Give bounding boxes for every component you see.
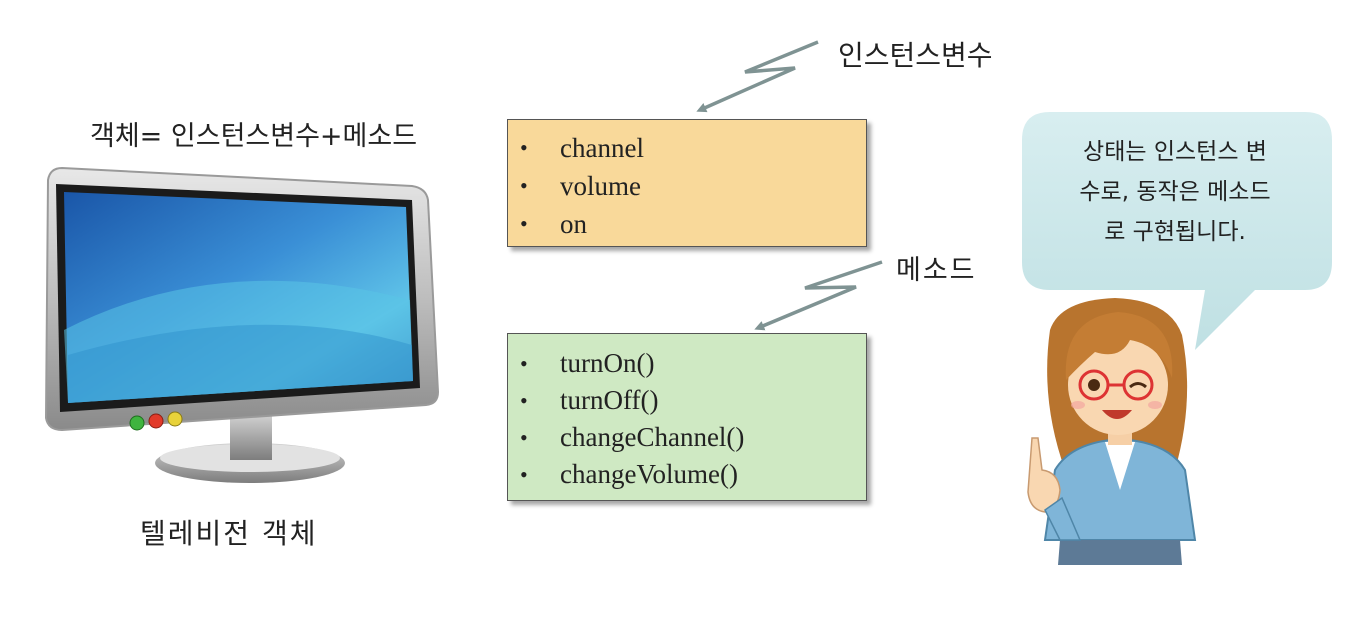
method-item-changechannel: •changeChannel() — [520, 419, 866, 456]
bullet-icon: • — [520, 173, 528, 198]
methods-label: 메소드 — [896, 255, 977, 286]
method-item-turnon: •turnOn() — [520, 345, 866, 382]
tv-yellow-light — [167, 411, 183, 427]
method-item-changevolume: •changeVolume() — [520, 456, 866, 493]
bullet-icon: • — [520, 425, 528, 450]
instance-variables-box: •channel •volume •on — [507, 119, 867, 247]
speech-line: 로 구현됩니다. — [1104, 219, 1246, 245]
instance-variables-label: 인스턴스변수 — [838, 39, 993, 72]
speech-bubble — [1022, 112, 1332, 350]
object-formula: 객체= 인스턴스변수+메소드 — [90, 121, 418, 152]
bullet-icon: • — [520, 135, 528, 160]
tv-green-light — [129, 415, 145, 431]
instance-variable-arrow — [696, 40, 819, 113]
bullet-icon: • — [520, 462, 528, 487]
tv-stand-neck — [230, 415, 272, 460]
girl-smile — [1102, 410, 1132, 419]
variable-item-on: •on — [520, 205, 866, 243]
tv-red-light — [148, 413, 164, 429]
girl-character-illustration — [1027, 298, 1197, 565]
methods-list: •turnOn() •turnOff() •changeChannel() •c… — [520, 345, 866, 493]
bullet-icon: • — [520, 211, 528, 236]
bullet-icon: • — [520, 388, 528, 413]
instance-variables-list: •channel •volume •on — [520, 129, 866, 243]
speech-line: 상태는 인스턴스 변 — [1083, 139, 1267, 165]
methods-box: •turnOn() •turnOff() •changeChannel() •c… — [507, 333, 867, 501]
speech-bubble-text: 상태는 인스턴스 변 수로, 동작은 메소드 로 구현됩니다. — [1030, 132, 1320, 252]
variable-item-channel: •channel — [520, 129, 866, 167]
television-illustration — [44, 166, 440, 483]
method-arrow — [754, 260, 883, 331]
variable-item-volume: •volume — [520, 167, 866, 205]
bullet-icon: • — [520, 351, 528, 376]
speech-line: 수로, 동작은 메소드 — [1079, 179, 1271, 205]
tv-object-caption: 텔레비전 객체 — [140, 517, 318, 550]
method-item-turnoff: •turnOff() — [520, 382, 866, 419]
